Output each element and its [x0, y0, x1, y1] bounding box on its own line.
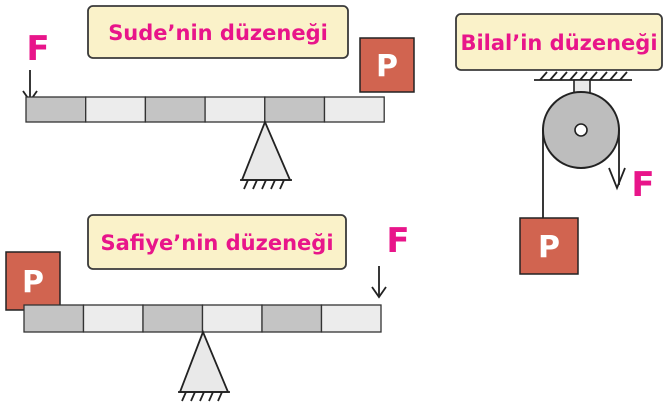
sude-force-label: F	[26, 29, 49, 69]
safiye-lever-segment	[261, 304, 323, 333]
safiye-fulcrum	[178, 329, 230, 393]
sude-lever-segment	[204, 96, 266, 123]
sude-setup: Sude’nin düzeneği F P	[22, 5, 415, 190]
sude-block-label: P	[376, 49, 398, 84]
bilal-setup: Bilal’in düzeneği F P	[455, 13, 663, 275]
bilal-title-box	[455, 13, 663, 71]
bilal-pulley-axle	[574, 123, 588, 137]
bilal-force-arrow-icon	[608, 167, 626, 191]
sude-lever-segment	[85, 96, 147, 123]
sude-lever-segment	[25, 96, 87, 123]
sude-lever-bar	[25, 96, 385, 123]
sude-lever-segment	[264, 96, 326, 123]
sude-lever-segment	[323, 96, 385, 123]
sude-block	[359, 37, 415, 93]
safiye-block-label: P	[22, 265, 44, 300]
safiye-lever-segment	[142, 304, 204, 333]
safiye-lever-segment	[320, 304, 382, 333]
sude-fulcrum	[240, 119, 292, 181]
safiye-force-arrow-icon	[371, 266, 387, 299]
sude-force-arrow-icon	[22, 70, 38, 103]
safiye-lever-segment	[82, 304, 144, 333]
sude-lever-segment	[144, 96, 206, 123]
sude-ground-hatch	[240, 179, 292, 190]
safiye-title: Safiye’nin düzeneği	[100, 231, 333, 255]
sude-title-box	[87, 5, 349, 59]
bilal-block	[519, 217, 579, 275]
safiye-lever-segment	[201, 304, 263, 333]
safiye-title-box	[87, 214, 347, 270]
safiye-force-label: F	[386, 221, 409, 261]
safiye-ground-hatch	[178, 391, 230, 402]
bilal-ceiling-hatch	[534, 71, 632, 81]
safiye-lever-segment	[23, 304, 85, 333]
bilal-force-label: F	[631, 165, 654, 205]
bilal-block-label: P	[538, 230, 560, 265]
bilal-title: Bilal’in düzeneği	[460, 31, 657, 55]
safiye-setup: Safiye’nin düzeneği P F	[5, 214, 410, 402]
safiye-block	[5, 251, 61, 311]
sude-title: Sude’nin düzeneği	[108, 21, 328, 45]
safiye-lever-bar	[23, 304, 382, 333]
